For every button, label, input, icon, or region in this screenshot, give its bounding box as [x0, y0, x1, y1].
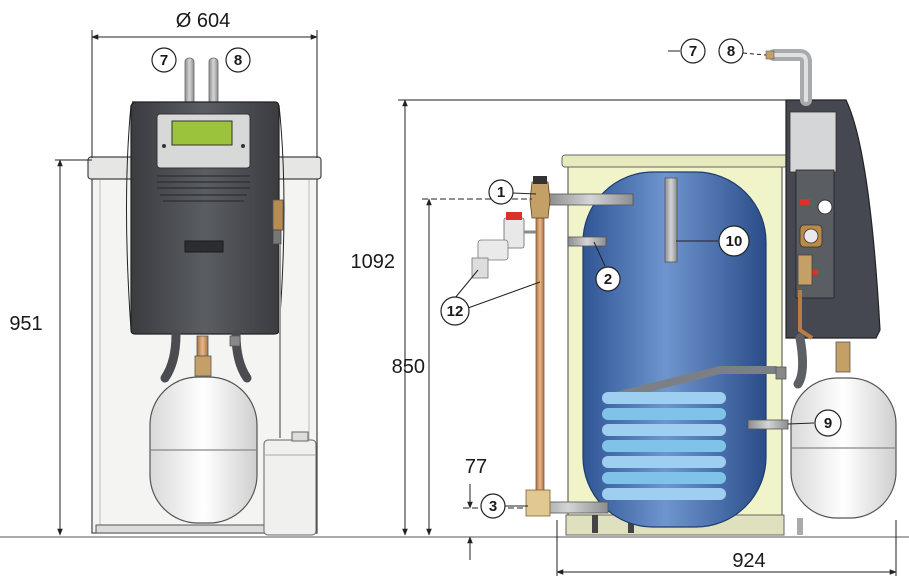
- valve-handle: [808, 269, 818, 275]
- grille-line: [157, 175, 250, 202]
- dim-label-width-front: Ø 604: [176, 10, 230, 32]
- mixing-valve-cap: [533, 176, 547, 184]
- callout-3: 3: [480, 493, 528, 519]
- side-fitting: [272, 199, 284, 231]
- dim-label-depth-side: 924: [732, 550, 765, 572]
- pipe-7-8-end: [765, 50, 775, 60]
- safety-valve-cap: [506, 212, 522, 220]
- canister-cap: [291, 431, 309, 442]
- display-screen: [171, 120, 233, 146]
- dimension-height-front: 951: [9, 159, 92, 536]
- storage-tank: [582, 171, 767, 528]
- tank-foot: [592, 515, 598, 533]
- pipe-7-8-side: [768, 49, 812, 106]
- unit-panel: [789, 111, 837, 173]
- display-led: [241, 144, 245, 148]
- svg-text:3: 3: [489, 498, 497, 515]
- dim-label-height-inlet: 77: [465, 456, 487, 478]
- mixing-valve: [529, 181, 551, 219]
- tank-jacket-top: [561, 154, 789, 168]
- vessel-connector: [194, 355, 212, 377]
- canister: [263, 439, 317, 536]
- callout-12: 12: [440, 269, 541, 326]
- svg-text:2: 2: [604, 271, 612, 288]
- sensor-well-10: [664, 177, 678, 263]
- control-unit-side-fin: [278, 104, 285, 331]
- callout-10: 10: [676, 225, 750, 257]
- vessel-hose: [793, 333, 808, 389]
- copper-riser: [535, 217, 545, 504]
- heating-coil: [602, 366, 779, 500]
- inlet-tee: [525, 489, 551, 517]
- vessel-connector-side: [835, 341, 851, 373]
- side-fitting-knob: [775, 366, 787, 380]
- dim-label-height-outlet: 850: [392, 356, 425, 378]
- bottom-fitting: [229, 335, 241, 347]
- pressure-gauge: [817, 199, 833, 215]
- bottom-hose: [160, 329, 181, 383]
- pipe-9: [747, 419, 789, 430]
- svg-text:7: 7: [160, 52, 168, 69]
- side-view: [471, 49, 897, 536]
- dim-label-height-total: 1092: [351, 251, 396, 273]
- callout-2: 2: [593, 241, 621, 292]
- svg-text:1: 1: [497, 184, 505, 201]
- front-slot: [184, 240, 224, 253]
- pipe-7-front: [184, 57, 195, 109]
- pipe-8-front: [208, 57, 219, 109]
- callout-1: 1: [488, 179, 537, 205]
- svg-text:12: 12: [447, 303, 464, 320]
- display-led: [162, 144, 166, 148]
- control-unit-side-fin: [126, 104, 132, 331]
- dim-label-height-front: 951: [9, 313, 42, 335]
- side-fitting: [272, 229, 282, 245]
- safety-valve-body: [477, 239, 509, 261]
- bottom-fitting: [196, 335, 209, 357]
- pump-rotor: [803, 228, 819, 244]
- dimension-height-total: 1092: [351, 99, 790, 536]
- svg-text:10: 10: [726, 233, 743, 250]
- callout-8-side: 8: [718, 38, 767, 64]
- svg-text:8: 8: [727, 43, 735, 60]
- pipe-1-outlet: [547, 193, 634, 206]
- dimension-depth-side: 924: [556, 520, 897, 576]
- valve-body: [797, 254, 813, 286]
- svg-text:8: 8: [234, 52, 242, 69]
- callout-7-side: 7: [668, 38, 706, 64]
- svg-text:7: 7: [689, 43, 697, 60]
- pipe-2: [567, 236, 607, 247]
- callout-9: 9: [787, 409, 842, 437]
- svg-text:9: 9: [824, 415, 832, 432]
- callout-7-front: 7: [151, 47, 177, 73]
- front-view: [87, 57, 322, 536]
- callout-8-front: 8: [225, 47, 251, 73]
- dimension-width-front: Ø 604: [91, 10, 318, 158]
- valve-handle: [800, 199, 810, 205]
- dimension-height-outlet: 850: [392, 198, 532, 536]
- internal-copper-pipe: [798, 290, 814, 340]
